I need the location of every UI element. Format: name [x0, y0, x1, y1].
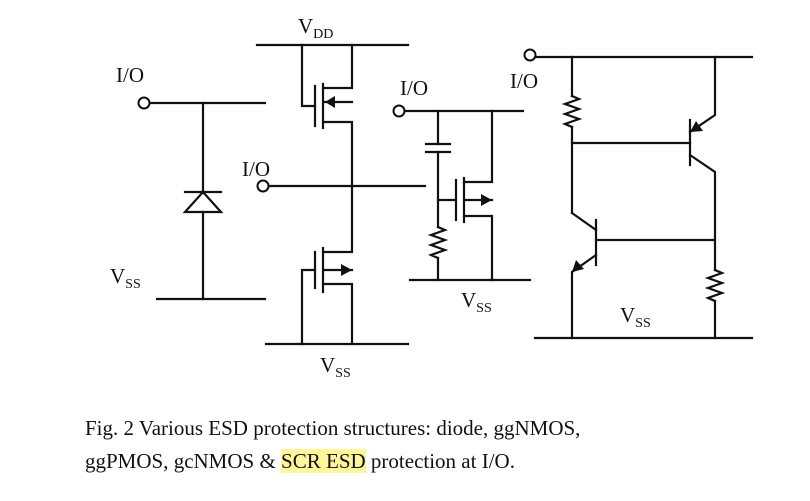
ggmos-vdd-label: VDD — [298, 14, 333, 42]
diode-vss-label: VSS — [110, 264, 141, 292]
caption-line-1: Fig. 2 Various ESD protection structures… — [85, 416, 581, 440]
ggmos-vss-label: VSS — [320, 353, 351, 381]
gcnmos-drain — [462, 109, 494, 184]
pmos-drain — [321, 120, 354, 188]
pnp-arrow-icon — [690, 121, 703, 132]
pnp-emitter — [688, 55, 717, 134]
nmos-drain — [321, 184, 354, 254]
npn-arrow-icon — [572, 260, 584, 272]
gcnmos-arrow-icon — [481, 194, 492, 206]
gcnmos-io-terminal — [392, 104, 406, 118]
gcnmos-circuit: I/O VSS — [392, 76, 532, 316]
nmos-gate-tie — [300, 268, 317, 346]
caption-line-2-end: protection at I/O. — [365, 449, 515, 473]
nmos-source — [321, 282, 354, 346]
ggmos-io-terminal — [256, 179, 270, 193]
figure-caption: Fig. 2 Various ESD protection structures… — [85, 412, 785, 478]
ggmos-circuit: VDD I/O VSS — [242, 14, 427, 381]
pmos-source — [321, 43, 354, 90]
ggmos-io-label: I/O — [242, 157, 270, 181]
gcnmos-source — [462, 214, 494, 282]
gcnmos-vss-label: VSS — [461, 288, 492, 316]
npn-collector — [570, 211, 598, 232]
scr-vss-label: VSS — [620, 303, 651, 331]
diode-io-terminal — [137, 96, 151, 110]
caption-line-2-start: ggPMOS, gcNMOS & — [85, 449, 282, 473]
scr-io-terminal — [523, 48, 537, 62]
diode-circuit: I/O VSS — [110, 63, 267, 301]
diode-symbol — [182, 190, 224, 214]
caption-line-2: ggPMOS, gcNMOS & SCR ESD protection at I… — [85, 445, 785, 478]
scr-io-label: I/O — [510, 69, 538, 93]
scr-circuit: I/O VSS — [510, 48, 754, 340]
scr-right-resistor — [704, 268, 726, 303]
pmos-arrow-icon — [325, 96, 335, 108]
gcnmos-io-label: I/O — [400, 76, 428, 100]
diode-io-label: I/O — [116, 63, 144, 87]
gcnmos-resistor — [427, 225, 449, 260]
pnp-collector — [688, 153, 717, 272]
pmos-gate-tie — [300, 43, 317, 108]
nmos-arrow-icon — [341, 264, 352, 276]
scr-left-resistor — [561, 94, 583, 129]
caption-highlight: SCR ESD — [281, 449, 366, 473]
